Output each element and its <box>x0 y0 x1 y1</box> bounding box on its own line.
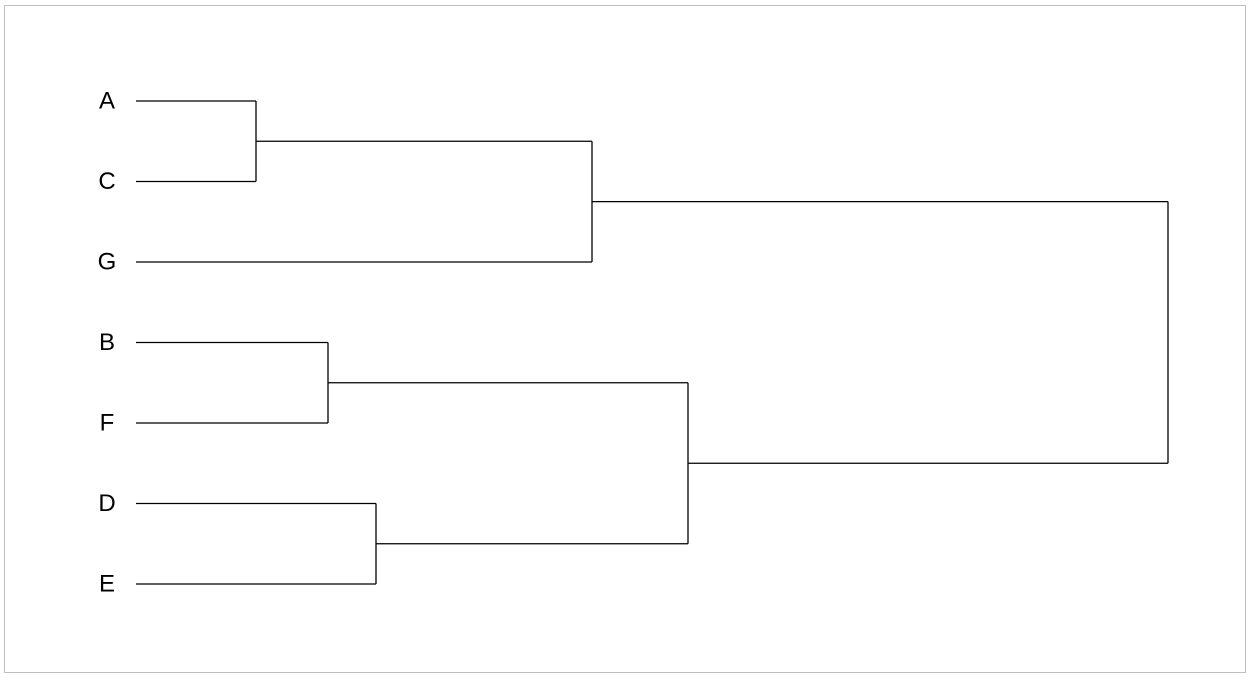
leaf-label-f: F <box>100 410 115 437</box>
leaf-label-d: D <box>98 490 115 517</box>
leaf-label-b: B <box>99 329 115 356</box>
leaf-label-e: E <box>99 571 115 598</box>
leaf-label-c: C <box>98 168 115 195</box>
diagram-frame <box>4 5 1246 673</box>
branches <box>136 100 1169 585</box>
leaf-labels: A C G B F D E <box>98 88 117 598</box>
leaf-label-a: A <box>99 88 115 115</box>
leaf-label-g: G <box>98 249 117 276</box>
